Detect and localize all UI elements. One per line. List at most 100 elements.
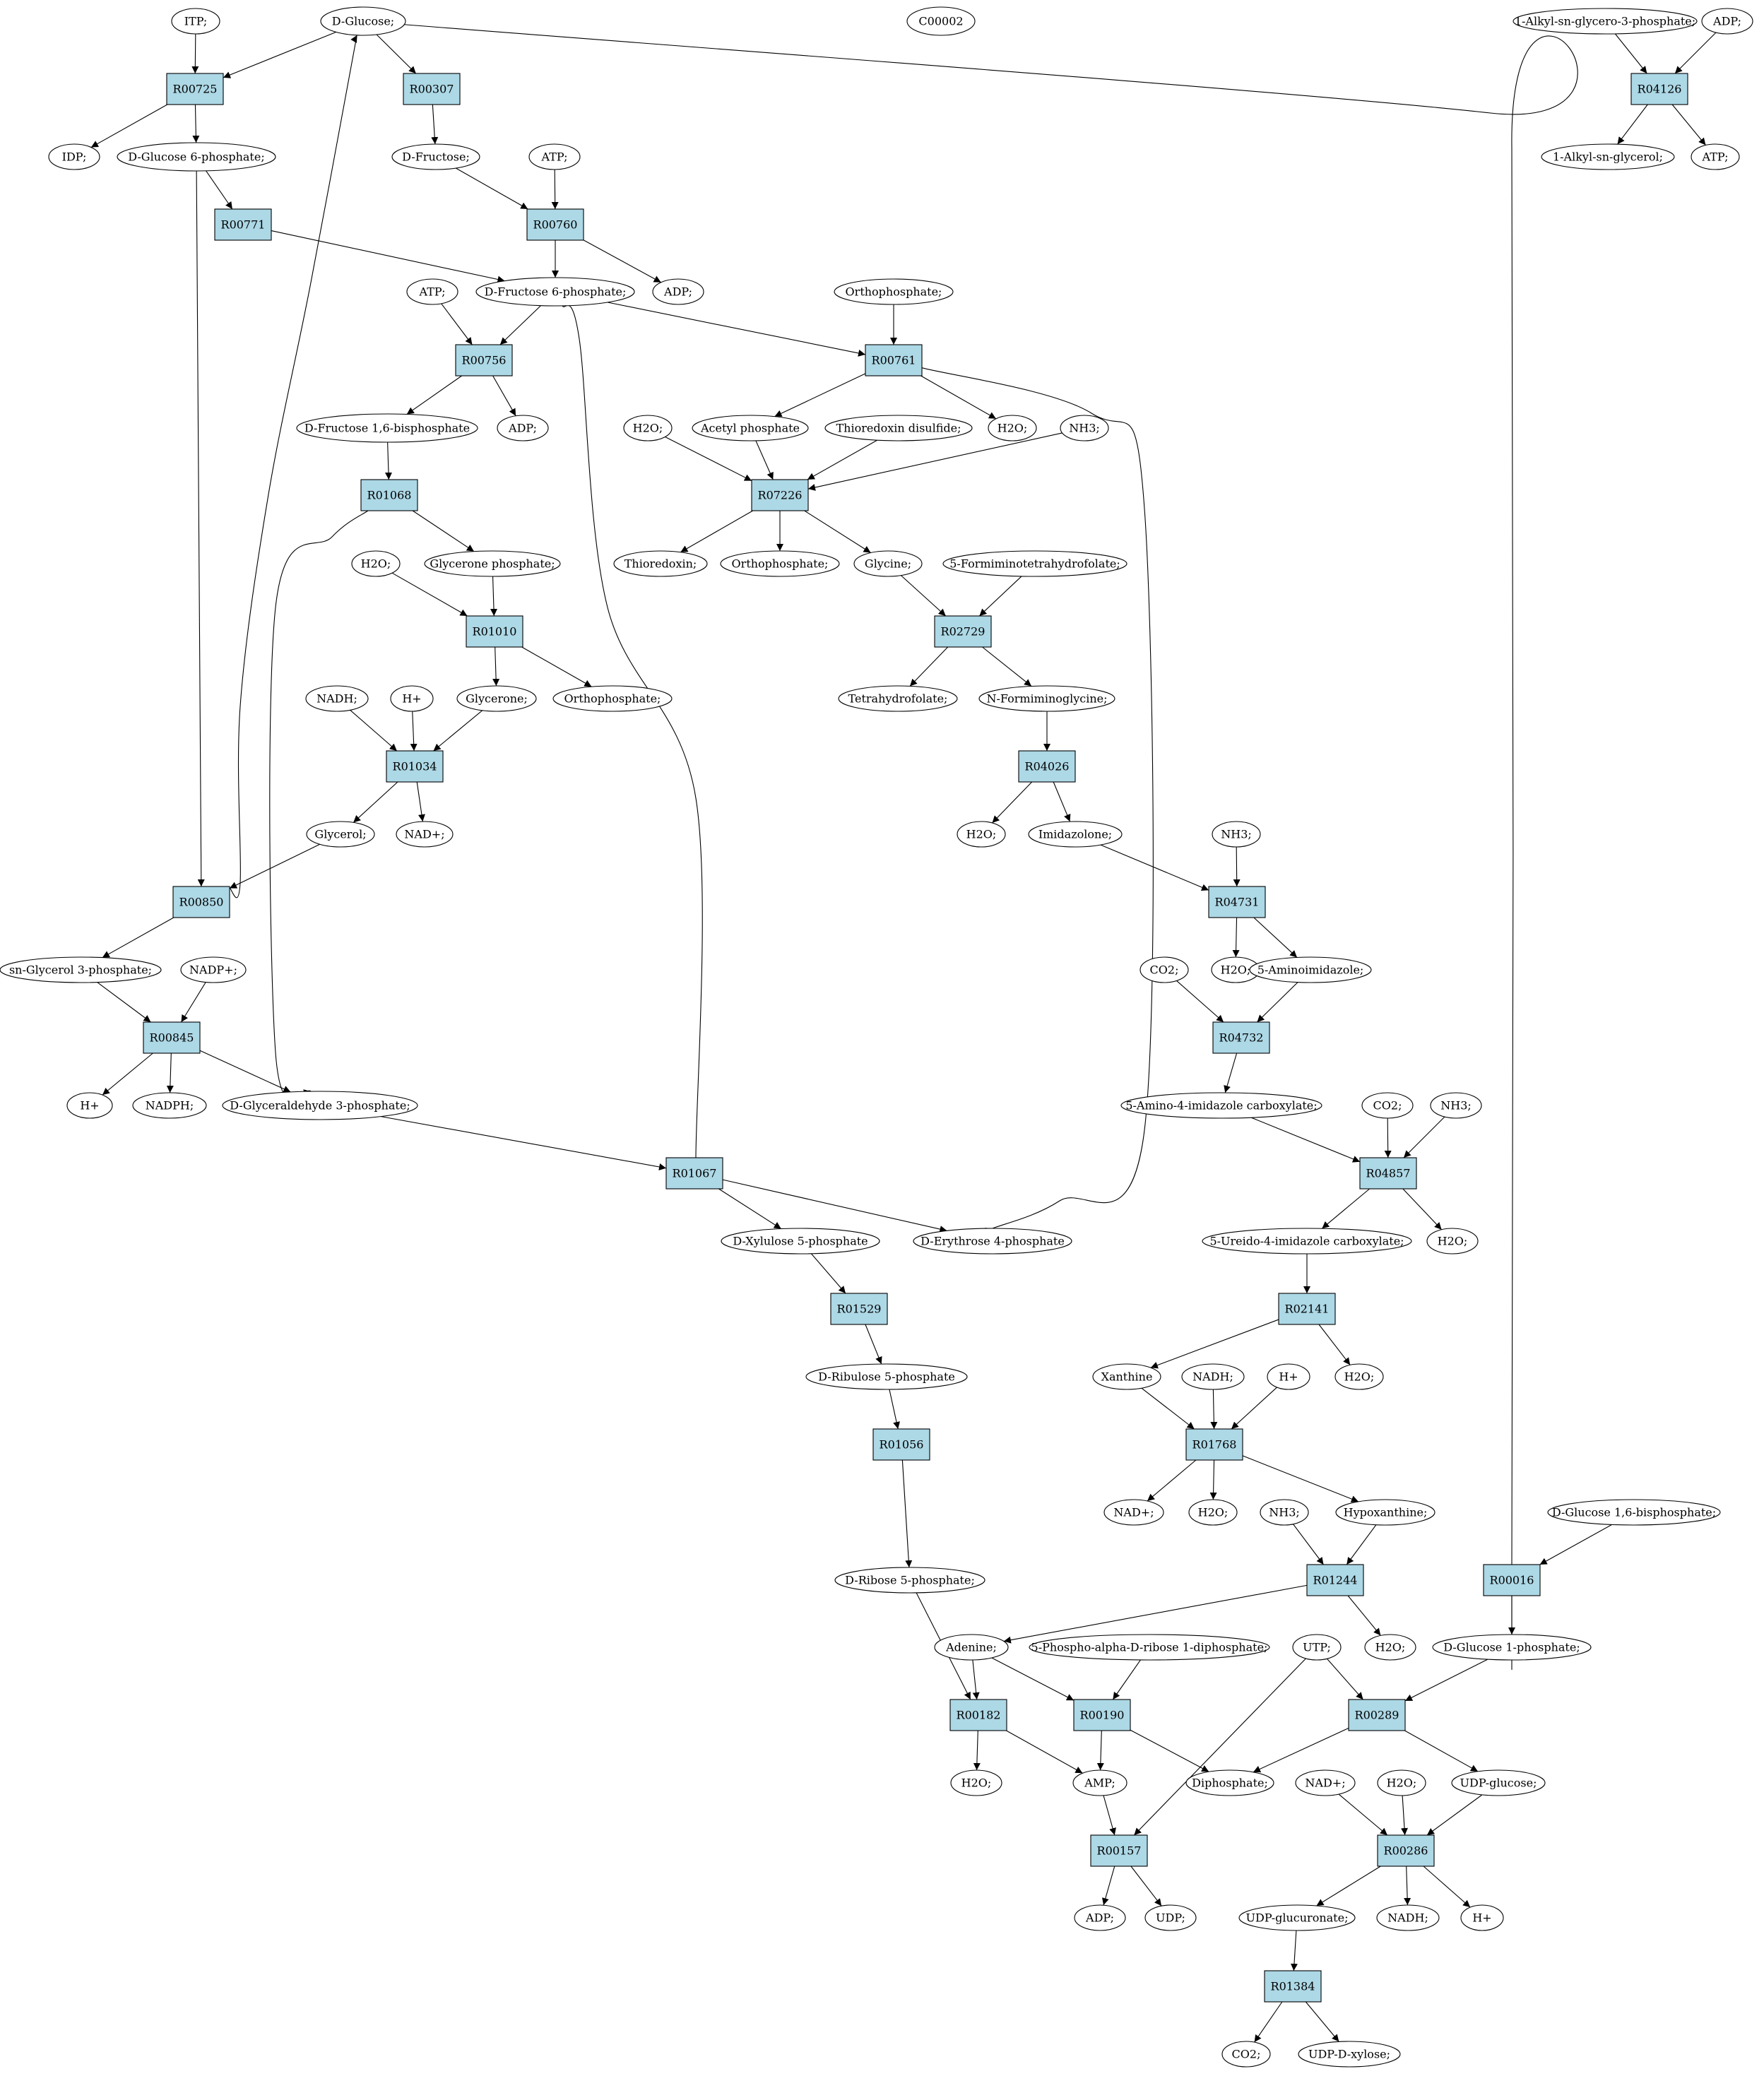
compound-node-nfg[interactable]: N-Formiminoglycine;: [978, 685, 1115, 712]
reaction-node-R00756[interactable]: R00756: [455, 344, 513, 376]
compound-node-udpgca[interactable]: UDP-glucuronate;: [1238, 1904, 1356, 1931]
reaction-node-R00307[interactable]: R00307: [403, 73, 461, 105]
compound-node-gap[interactable]: D-Glyceraldehyde 3-phosphate;: [222, 1091, 418, 1120]
compound-node-f6p[interactable]: D-Fructose 6-phosphate;: [475, 277, 635, 307]
reaction-node-R02141[interactable]: R02141: [1278, 1293, 1336, 1325]
compound-node-dfru[interactable]: D-Fructose;: [391, 143, 480, 170]
reaction-node-R01244[interactable]: R01244: [1306, 1564, 1364, 1596]
compound-node-h2o_c[interactable]: H2O;: [351, 550, 401, 577]
compound-node-h2o_a[interactable]: H2O;: [623, 415, 673, 441]
compound-node-udpxyl[interactable]: UDP-D-xylose;: [1298, 2041, 1401, 2068]
compound-node-h2o_b[interactable]: H2O;: [988, 415, 1037, 441]
reaction-node-R04857[interactable]: R04857: [1359, 1157, 1417, 1190]
reaction-node-R04731[interactable]: R04731: [1208, 886, 1266, 918]
compound-node-thf[interactable]: Tetrahydrofolate;: [838, 685, 958, 712]
compound-node-nh3_a[interactable]: NH3;: [1060, 415, 1109, 441]
compound-node-uic[interactable]: 5-Ureido-4-imidazole carboxylate;: [1202, 1228, 1412, 1255]
compound-node-adp_b[interactable]: ADP;: [652, 278, 704, 305]
compound-node-r5p[interactable]: D-Ribose 5-phosphate;: [834, 1567, 985, 1594]
compound-node-udp[interactable]: UDP;: [1144, 1904, 1197, 1931]
compound-node-h2o_d[interactable]: H2O;: [957, 821, 1006, 848]
compound-node-fthf[interactable]: 5-Formiminotetrahydrofolate;: [942, 550, 1127, 577]
reaction-node-R01768[interactable]: R01768: [1185, 1428, 1243, 1461]
reaction-node-R00760[interactable]: R00760: [526, 208, 584, 241]
compound-node-c00002[interactable]: C00002: [906, 6, 976, 36]
compound-node-g1p[interactable]: D-Glucose 1-phosphate;: [1432, 1634, 1592, 1661]
compound-node-nadh_c[interactable]: NADH;: [1376, 1904, 1440, 1931]
compound-node-nh3_c[interactable]: NH3;: [1430, 1092, 1482, 1119]
compound-node-utp[interactable]: UTP;: [1292, 1634, 1342, 1661]
compound-node-xan[interactable]: Xanthine: [1092, 1363, 1161, 1390]
compound-node-dglc[interactable]: D-Glucose;: [320, 6, 406, 36]
reaction-node-R01034[interactable]: R01034: [386, 750, 444, 783]
reaction-node-R01068[interactable]: R01068: [360, 479, 418, 511]
compound-node-nadh_b[interactable]: NADH;: [1181, 1363, 1245, 1390]
reaction-node-R00771[interactable]: R00771: [214, 208, 272, 241]
compound-node-adp_d[interactable]: ADP;: [1074, 1904, 1126, 1931]
reaction-node-R00016[interactable]: R00016: [1483, 1564, 1541, 1596]
compound-node-glycerol[interactable]: Glycerol;: [306, 821, 375, 848]
compound-node-hplus_a[interactable]: H+: [390, 685, 434, 712]
compound-node-idp[interactable]: IDP;: [48, 143, 100, 170]
compound-node-co2_b[interactable]: CO2;: [1361, 1092, 1414, 1119]
compound-node-nadp_c[interactable]: NAD+;: [1295, 1769, 1356, 1796]
compound-node-h2o_f[interactable]: H2O;: [1426, 1228, 1479, 1255]
compound-node-h2o_g[interactable]: H2O;: [1334, 1363, 1384, 1390]
compound-node-f16bp[interactable]: D-Fructose 1,6-bisphosphate: [296, 413, 478, 443]
reaction-node-R00190[interactable]: R00190: [1073, 1699, 1131, 1731]
reaction-node-R04126[interactable]: R04126: [1630, 73, 1688, 105]
reaction-node-R04732[interactable]: R04732: [1212, 1021, 1270, 1054]
compound-node-adp_c[interactable]: ADP;: [497, 415, 549, 441]
compound-node-nadph[interactable]: NADPH;: [132, 1092, 207, 1119]
reaction-node-R00157[interactable]: R00157: [1090, 1834, 1148, 1867]
reaction-node-R01056[interactable]: R01056: [872, 1428, 930, 1461]
compound-node-udpg[interactable]: UDP-glucose;: [1451, 1769, 1546, 1796]
reaction-node-R01529[interactable]: R01529: [830, 1293, 888, 1325]
reaction-node-R00761[interactable]: R00761: [865, 344, 923, 376]
compound-node-orthop_c[interactable]: Orthophosphate;: [552, 685, 673, 712]
compound-node-g6p[interactable]: D-Glucose 6-phosphate;: [117, 142, 276, 172]
reaction-node-R00289[interactable]: R00289: [1348, 1699, 1406, 1731]
compound-node-hypox[interactable]: Hypoxanthine;: [1335, 1499, 1436, 1526]
compound-node-prpp[interactable]: 5-Phospho-alpha-D-ribose 1-diphosphate;: [1029, 1634, 1270, 1661]
reaction-node-R00850[interactable]: R00850: [172, 886, 230, 918]
reaction-node-R07226[interactable]: R07226: [751, 479, 809, 511]
compound-node-aimid[interactable]: 5-Aminoimidazole;: [1249, 956, 1372, 983]
reaction-node-R01384[interactable]: R01384: [1264, 1970, 1322, 2003]
compound-node-e4p[interactable]: D-Erythrose 4-phosphate: [913, 1228, 1072, 1255]
compound-node-nadp_a[interactable]: NAD+;: [396, 821, 454, 848]
compound-node-orthop_a[interactable]: Orthophosphate;: [834, 278, 954, 305]
compound-node-alkylg3p[interactable]: 1-Alkyl-sn-glycero-3-phosphate;: [1513, 8, 1698, 35]
compound-node-co2_c[interactable]: CO2;: [1221, 2041, 1271, 2068]
reaction-node-R01010[interactable]: R01010: [466, 615, 523, 648]
reaction-node-R00182[interactable]: R00182: [949, 1699, 1007, 1731]
compound-node-g16bp[interactable]: D-Glucose 1,6-bisphosphate;: [1547, 1499, 1721, 1526]
compound-node-h2o_j[interactable]: H2O;: [950, 1769, 1002, 1796]
reaction-node-R00845[interactable]: R00845: [143, 1021, 201, 1054]
compound-node-hplus_b[interactable]: H+: [66, 1092, 113, 1119]
compound-node-gnp[interactable]: Glycerone phosphate;: [424, 550, 561, 577]
reaction-node-R00725[interactable]: R00725: [166, 73, 224, 105]
compound-node-ppi[interactable]: Diphosphate;: [1185, 1769, 1274, 1796]
compound-node-hplus_c[interactable]: H+: [1267, 1363, 1310, 1390]
reaction-node-R02729[interactable]: R02729: [934, 615, 992, 648]
compound-node-co2_a[interactable]: CO2;: [1140, 956, 1189, 983]
compound-node-amp[interactable]: AMP;: [1072, 1769, 1127, 1796]
compound-node-ru5p[interactable]: D-Ribulose 5-phosphate: [805, 1363, 968, 1390]
reaction-node-R00286[interactable]: R00286: [1377, 1834, 1435, 1867]
compound-node-atp_a[interactable]: ATP;: [528, 143, 581, 170]
compound-node-glycerone[interactable]: Glycerone;: [456, 685, 537, 712]
compound-node-nadh_a[interactable]: NADH;: [305, 685, 369, 712]
compound-node-trx[interactable]: Thioredoxin;: [613, 550, 708, 577]
compound-node-hplus_d[interactable]: H+: [1460, 1904, 1504, 1931]
compound-node-orthop_b[interactable]: Orthophosphate;: [720, 550, 840, 577]
compound-node-h2o_e[interactable]: H2O;: [1211, 956, 1260, 983]
compound-node-h2o_i[interactable]: H2O;: [1364, 1634, 1416, 1661]
compound-node-ade[interactable]: Adenine;: [934, 1634, 1009, 1661]
compound-node-aic[interactable]: 5-Amino-4-imidazole carboxylate;: [1120, 1092, 1322, 1119]
compound-node-nadp_b[interactable]: NAD+;: [1103, 1499, 1164, 1526]
compound-node-itp[interactable]: ITP;: [171, 8, 220, 35]
compound-node-atp_c[interactable]: ATP;: [406, 278, 458, 305]
compound-node-imid[interactable]: Imidazolone;: [1028, 821, 1123, 848]
compound-node-acetp[interactable]: Acetyl phosphate: [692, 415, 809, 441]
